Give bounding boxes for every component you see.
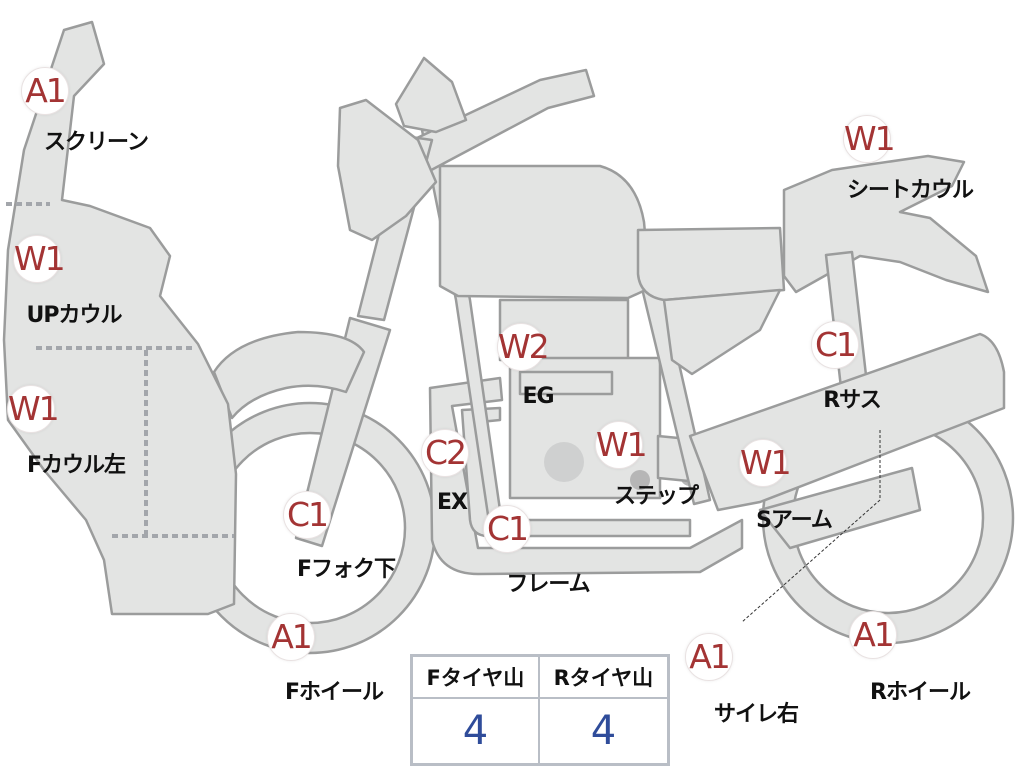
r-sus-label: Rサス bbox=[823, 388, 882, 413]
ex-code-badge: C2 bbox=[421, 429, 469, 477]
front-tire-header: Fタイヤ山 bbox=[410, 654, 540, 699]
rear-tire-header: Rタイヤ山 bbox=[537, 654, 670, 699]
up-cowl-code-badge: W1 bbox=[13, 235, 66, 283]
front-tire-value: 4 bbox=[410, 697, 540, 766]
eg-code-badge: W2 bbox=[497, 323, 550, 371]
silencer-right-label: サイレ右 bbox=[713, 702, 799, 727]
f-cowl-left-label: Fカウル左 bbox=[26, 453, 126, 478]
f-wheel-code-badge: A1 bbox=[267, 613, 315, 661]
seat-cowl-code-badge: W1 bbox=[843, 115, 896, 163]
r-wheel-label: Rホイール bbox=[870, 680, 971, 705]
exhaust-pipe-shape bbox=[428, 376, 744, 576]
fuel-tank-shape bbox=[438, 164, 652, 300]
s-arm-code-badge: W1 bbox=[739, 439, 792, 487]
r-sus-code-badge: C1 bbox=[811, 321, 859, 369]
silencer-right-code-badge: A1 bbox=[685, 633, 733, 681]
eg-label: EG bbox=[522, 384, 554, 409]
seat-shape bbox=[636, 226, 786, 302]
step-code-badge: W1 bbox=[595, 421, 648, 469]
s-arm-label: Sアーム bbox=[756, 508, 833, 533]
step-label: ステップ bbox=[613, 484, 699, 509]
fairing-shape bbox=[2, 20, 238, 616]
frame-code-badge: C1 bbox=[483, 505, 531, 553]
f-fork-lower-label: Fフォク下 bbox=[296, 557, 396, 582]
f-fork-lower-code-badge: C1 bbox=[283, 491, 331, 539]
ex-label: EX bbox=[437, 490, 468, 515]
screen-code-badge: A1 bbox=[21, 67, 69, 115]
frame-label: フレーム bbox=[506, 572, 590, 597]
rear-tire-value: 4 bbox=[537, 697, 670, 766]
f-wheel-label: Fホイール bbox=[284, 680, 384, 705]
up-cowl-label: UPカウル bbox=[26, 303, 123, 328]
screen-label: スクリーン bbox=[44, 130, 149, 155]
r-wheel-code-badge: A1 bbox=[849, 611, 897, 659]
f-cowl-left-code-badge: W1 bbox=[7, 385, 60, 433]
seat-cowl-label: シートカウル bbox=[846, 178, 974, 203]
front-fender-shape bbox=[212, 330, 366, 420]
tire-tread-table: Fタイヤ山 Rタイヤ山 4 4 bbox=[410, 654, 670, 766]
